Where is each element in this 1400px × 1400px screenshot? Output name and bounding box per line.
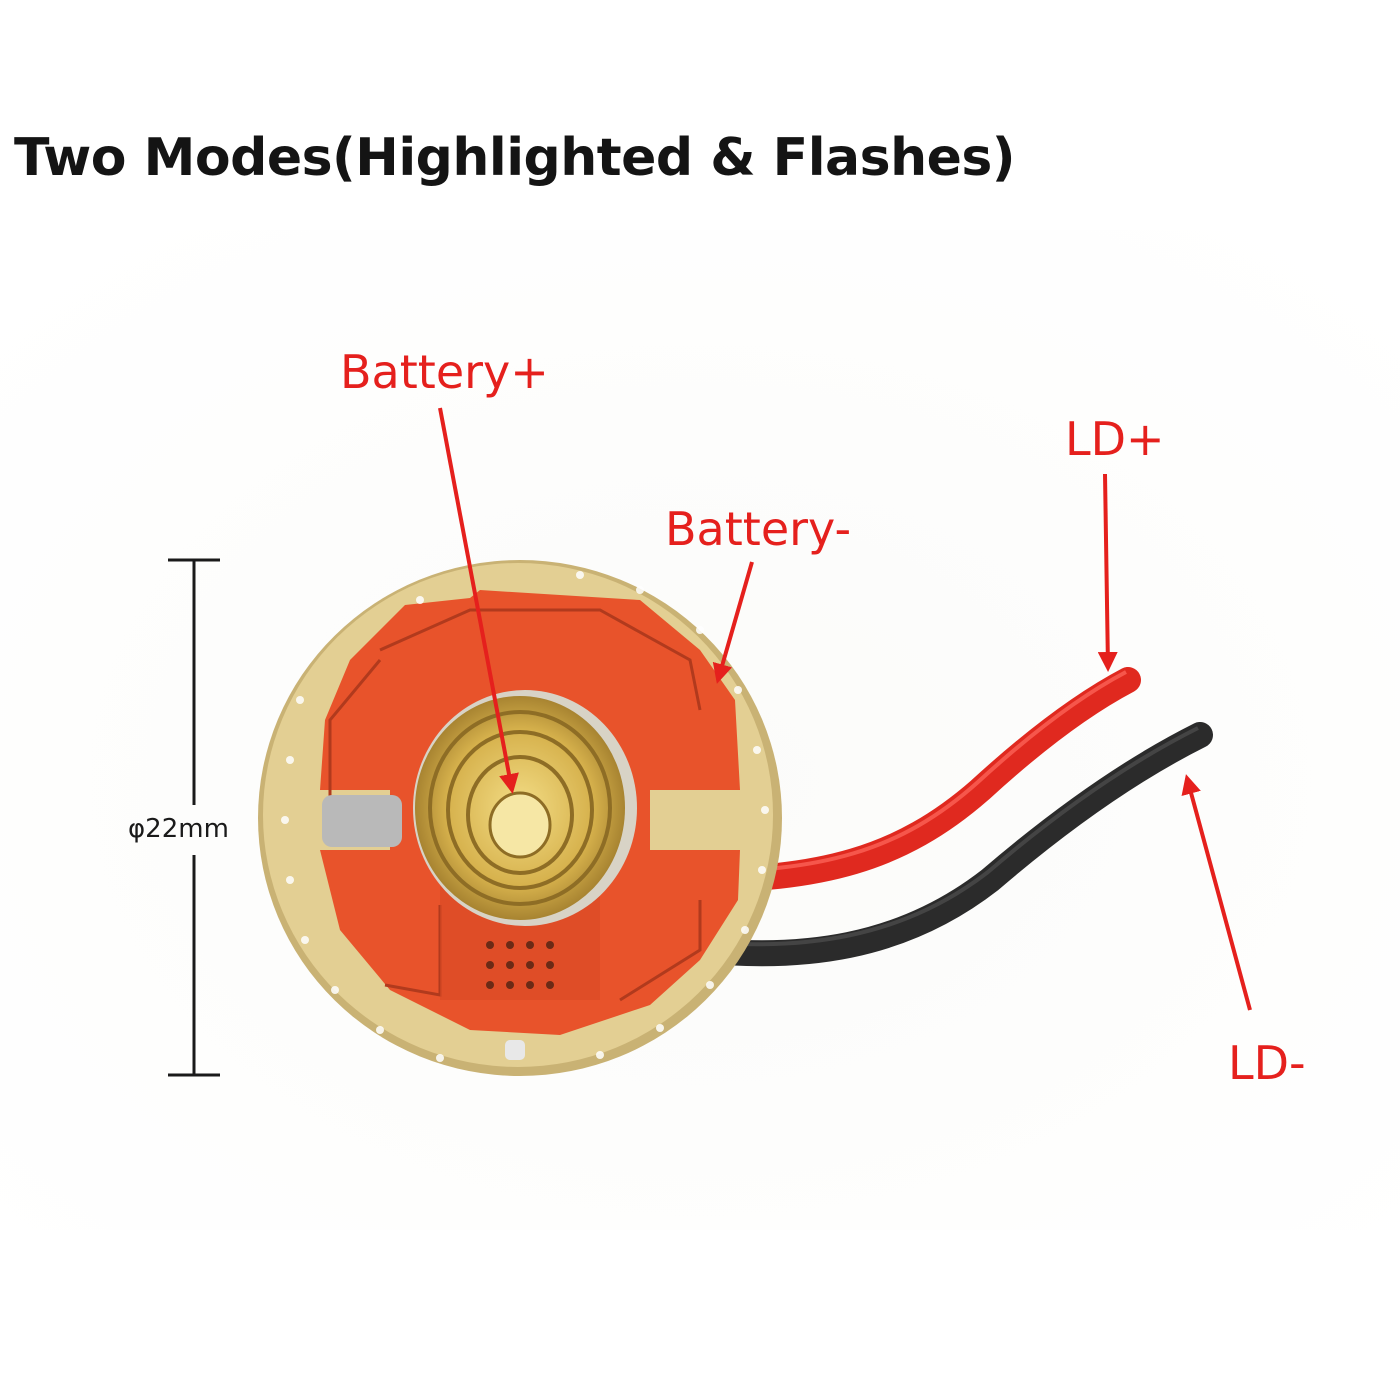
diameter-dimension: [168, 558, 220, 1077]
battery-positive-label: Battery+: [340, 345, 549, 399]
page-title: Two Modes(Highlighted & Flashes): [14, 128, 1016, 188]
annotation-arrows: [438, 407, 1252, 1011]
ld-pos-arrow: [1097, 473, 1118, 672]
ld-negative-label: LD-: [1228, 1036, 1306, 1090]
battery-negative-label: Battery-: [665, 502, 852, 556]
battery-pos-arrow: [438, 407, 519, 794]
battery-neg-arrow: [712, 561, 754, 684]
black-wire: [687, 722, 1213, 967]
ld-neg-arrow: [1181, 774, 1252, 1011]
red-wire: [677, 667, 1141, 893]
diameter-label: φ22mm: [128, 814, 229, 844]
battery-spring: [413, 690, 637, 926]
ld-positive-label: LD+: [1065, 412, 1165, 466]
